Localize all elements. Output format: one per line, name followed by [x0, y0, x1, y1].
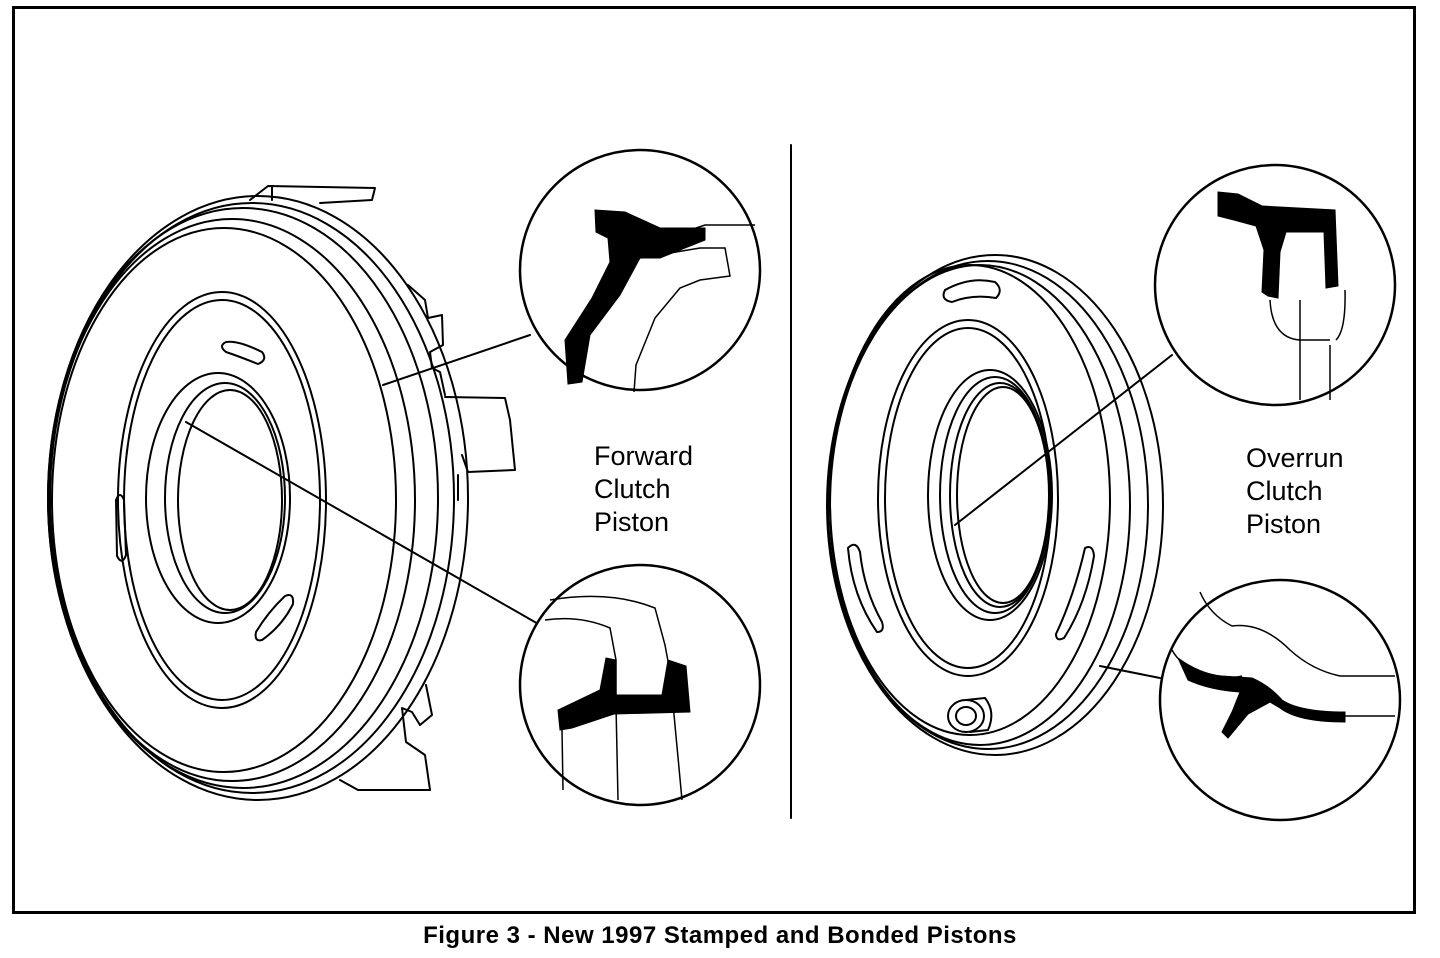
overrun-clutch-piston-drawing — [826, 254, 1173, 756]
label-line: Piston — [594, 507, 670, 537]
label-line: Piston — [1246, 509, 1322, 539]
overrun-clutch-piston-label: Overrun Clutch Piston — [1246, 442, 1344, 541]
forward-lower-seal-detail — [518, 563, 762, 807]
figure-caption: Figure 3 - New 1997 Stamped and Bonded P… — [423, 922, 1017, 949]
forward-clutch-piston-drawing — [47, 185, 541, 801]
label-line: Forward — [594, 441, 694, 471]
overrun-upper-seal-detail — [1153, 163, 1397, 407]
figure-frame — [12, 6, 1416, 914]
overrun-lower-seal-detail — [1158, 578, 1402, 822]
forward-upper-seal-detail — [518, 148, 762, 393]
forward-clutch-piston-label: Forward Clutch Piston — [594, 440, 693, 539]
label-line: Clutch — [1246, 476, 1323, 506]
label-line: Clutch — [594, 474, 671, 504]
label-line: Overrun — [1246, 443, 1344, 473]
